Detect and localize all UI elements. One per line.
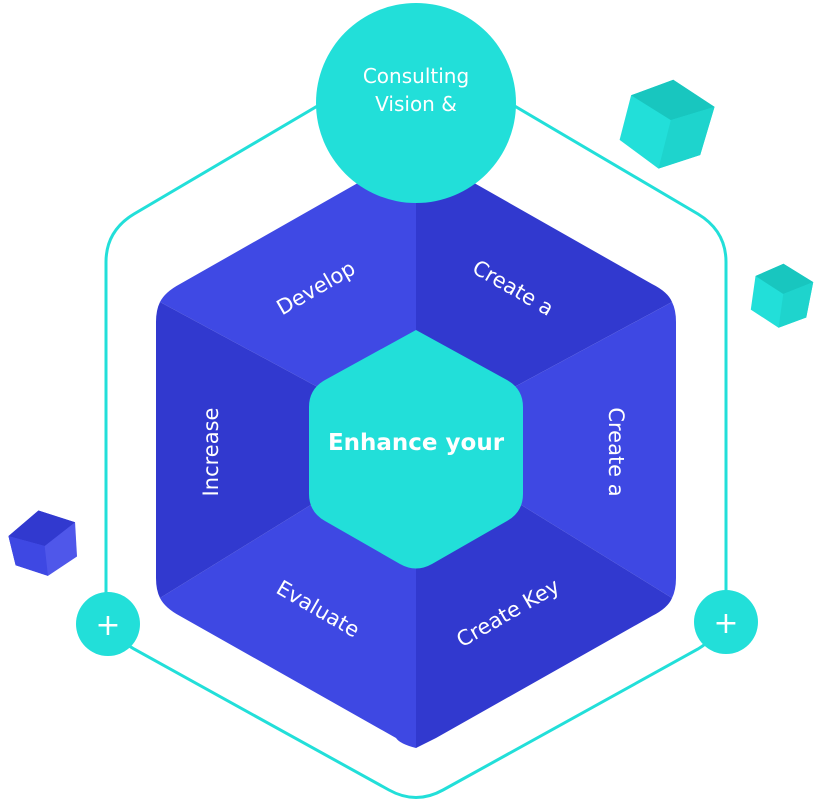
plus-icon: + bbox=[713, 606, 738, 641]
segment-label-create-a-right: Create a bbox=[604, 407, 628, 496]
top-circle-line2: Vision & bbox=[375, 92, 457, 116]
blue-cube-icon bbox=[8, 510, 78, 576]
segment-create-a-right[interactable] bbox=[416, 302, 676, 598]
top-circle[interactable] bbox=[316, 3, 516, 203]
center-label: Enhance your bbox=[328, 430, 505, 456]
teal-small-cube-icon bbox=[750, 263, 814, 328]
center-hexagon[interactable] bbox=[309, 330, 523, 569]
teal-cube-icon bbox=[619, 79, 715, 169]
plus-icon: + bbox=[95, 608, 120, 643]
segment-label-increase: Increase bbox=[199, 408, 223, 497]
plus-button-right[interactable]: + bbox=[694, 590, 758, 654]
top-circle-line1: Consulting bbox=[363, 64, 469, 88]
outer-hexagon-outline bbox=[104, 46, 728, 799]
plus-button-left[interactable]: + bbox=[76, 592, 140, 656]
segment-increase[interactable] bbox=[156, 302, 416, 598]
